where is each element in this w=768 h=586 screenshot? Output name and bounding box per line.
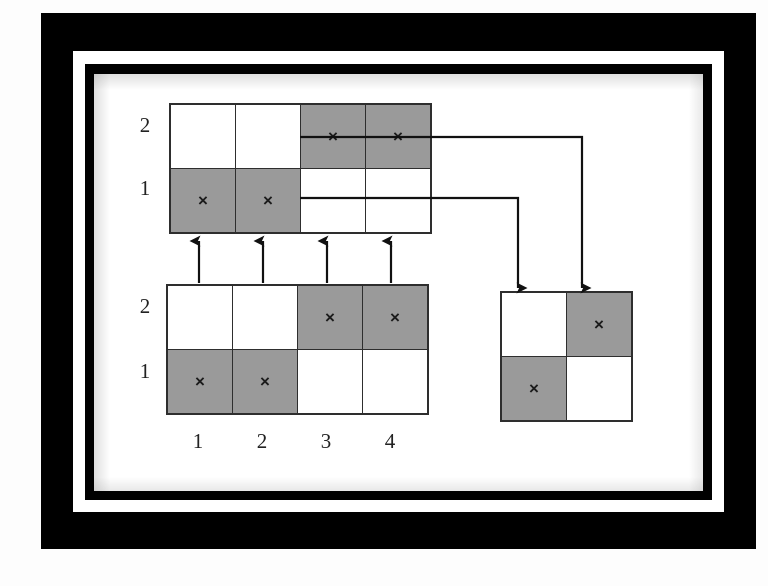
result-matrix: × ×	[500, 291, 633, 422]
cell-mark: ×	[263, 191, 273, 210]
top-matrix-cell-r1c3[interactable]	[301, 169, 365, 232]
top-matrix: × × × ×	[169, 103, 432, 234]
cell-mark: ×	[328, 127, 338, 146]
top-matrix-cell-r1c2[interactable]: ×	[236, 169, 300, 232]
bottom-matrix-cell-r2c1[interactable]	[168, 286, 232, 349]
bottom-matrix-cell-r2c4[interactable]: ×	[363, 286, 427, 349]
top-matrix-cell-r2c3[interactable]: ×	[301, 105, 365, 168]
top-matrix-cell-r2c4[interactable]: ×	[366, 105, 430, 168]
column-label-2: 2	[256, 429, 268, 453]
bottom-matrix-cell-r2c3[interactable]: ×	[298, 286, 362, 349]
bottom-matrix-cell-r1c1[interactable]: ×	[168, 350, 232, 413]
bottom-matrix-cell-r2c2[interactable]	[233, 286, 297, 349]
top-matrix-cell-r2c2[interactable]	[236, 105, 300, 168]
diagram-canvas: 2 1 × ×	[94, 74, 703, 491]
top-matrix-cell-r1c4[interactable]	[366, 169, 430, 232]
top-matrix-cell-r2c1[interactable]	[171, 105, 235, 168]
bottom-matrix-cell-r1c2[interactable]: ×	[233, 350, 297, 413]
cell-mark: ×	[195, 372, 205, 391]
cell-mark: ×	[390, 308, 400, 327]
bottom-matrix-cell-r1c3[interactable]	[298, 350, 362, 413]
result-matrix-cell-r2c1[interactable]	[502, 293, 566, 356]
result-matrix-cell-r1c2[interactable]	[567, 357, 631, 420]
outer-frame-border: 2 1 × ×	[41, 13, 756, 549]
inner-frame-border: 2 1 × ×	[85, 64, 712, 500]
cell-mark: ×	[594, 315, 604, 334]
cell-mark: ×	[325, 308, 335, 327]
cell-mark: ×	[393, 127, 403, 146]
cell-mark: ×	[198, 191, 208, 210]
top-matrix-row-label-1: 1	[139, 176, 151, 200]
column-label-4: 4	[384, 429, 396, 453]
bottom-matrix-row-label-2: 2	[139, 294, 151, 318]
cell-mark: ×	[529, 379, 539, 398]
result-matrix-cell-r2c2[interactable]: ×	[567, 293, 631, 356]
bottom-matrix-row-label-1: 1	[139, 359, 151, 383]
middle-frame-mat: 2 1 × ×	[73, 51, 724, 512]
top-matrix-cell-r1c1[interactable]: ×	[171, 169, 235, 232]
result-matrix-cell-r1c1[interactable]: ×	[502, 357, 566, 420]
bottom-matrix: × × × ×	[166, 284, 429, 415]
top-matrix-row-label-2: 2	[139, 113, 151, 137]
column-label-3: 3	[320, 429, 332, 453]
bottom-matrix-cell-r1c4[interactable]	[363, 350, 427, 413]
column-label-1: 1	[192, 429, 204, 453]
cell-mark: ×	[260, 372, 270, 391]
